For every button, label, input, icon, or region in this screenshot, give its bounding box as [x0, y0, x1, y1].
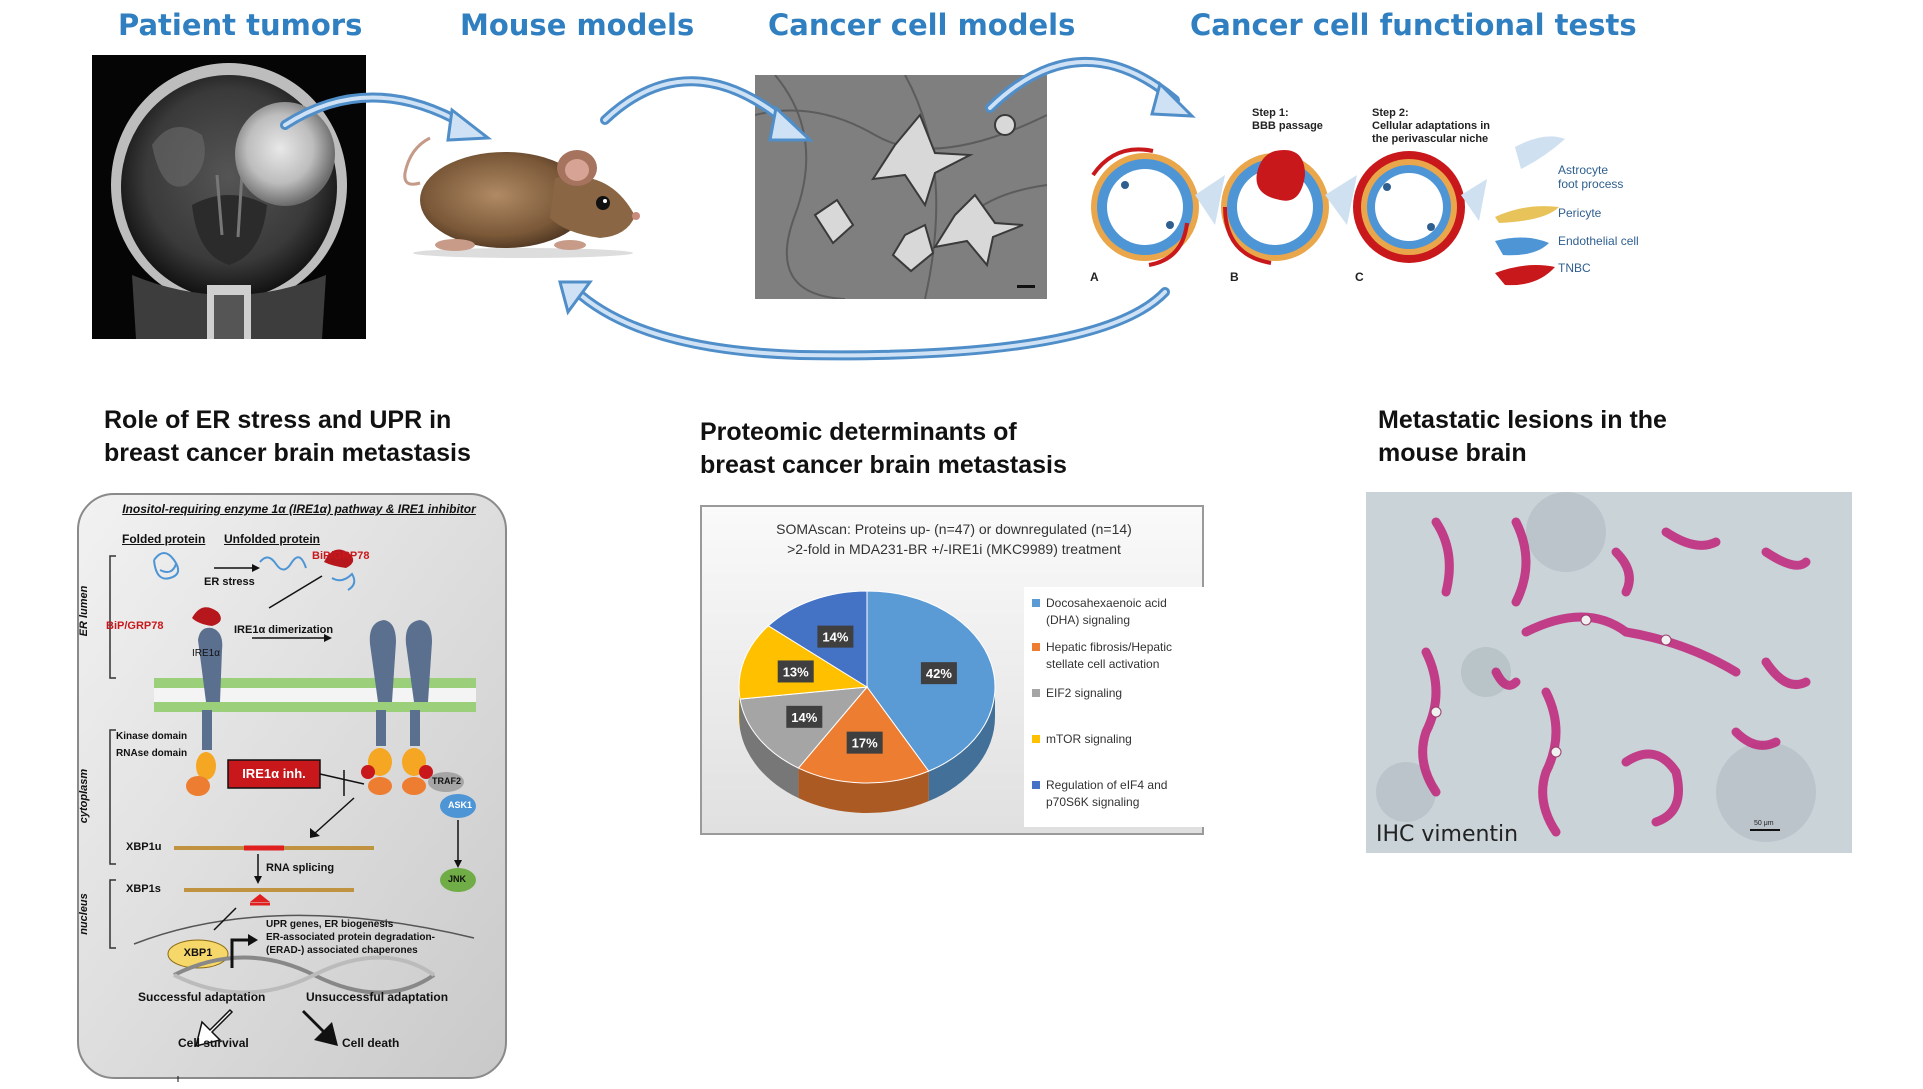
vessel-c-label: C [1355, 270, 1364, 284]
svg-text:14%: 14% [822, 630, 848, 645]
folded-protein-icon [153, 552, 180, 580]
ire1-monomer [198, 627, 223, 702]
functional-tests-diagram [1091, 136, 1565, 286]
vessel-b [1221, 150, 1357, 265]
pie-label-3: 13% [777, 660, 814, 683]
jnk-oval [440, 868, 476, 892]
legend-pericyte: Pericyte [1558, 206, 1602, 220]
er-lumen-label: ER lumen [78, 585, 90, 637]
legend-swatch-3 [1032, 735, 1040, 743]
mouse-illustration [403, 136, 640, 258]
pie-label-0: 42% [920, 662, 957, 685]
pie-label-1: 17% [846, 731, 883, 754]
legend-label-3: mTOR signaling [1046, 732, 1132, 746]
cytoplasm-label: cytoplasm [78, 768, 90, 824]
unfolded-protein-label: Unfolded protein [224, 532, 320, 546]
pie-chart: 42% 17% 14% 13% 14% [738, 590, 996, 813]
pie-slice-side-2 [740, 699, 799, 799]
step1-label: Step 1: BBB passage [1252, 107, 1323, 132]
section-title-proteomic: Proteomic determinants of breast cancer … [700, 418, 1067, 479]
legend-swatch-0 [1032, 599, 1040, 607]
xbp1u-label: XBP1u [126, 841, 162, 853]
er-stress-label: ER stress [204, 576, 255, 588]
ihc-vimentin-image [1366, 492, 1852, 853]
unfolded-protein-icon [259, 556, 307, 571]
section-title-lesions: Metastatic lesions in the mouse brain [1378, 406, 1667, 467]
legend-item-2: EIF2 signaling [1032, 685, 1202, 702]
bip-left-label: BiP/GRP78 [106, 620, 164, 632]
scale-bar-label: 50 μm [1754, 820, 1774, 827]
traf2-oval [428, 772, 464, 792]
vessel-a [1091, 147, 1225, 267]
svg-text:13%: 13% [783, 664, 809, 679]
mri-brain-image [92, 55, 366, 339]
endothelial-legend-shape [1495, 237, 1549, 256]
pie-label-2: 14% [786, 705, 823, 728]
inhibitor-label: IRE1α inh. [242, 766, 306, 781]
legend-label-2: EIF2 signaling [1046, 686, 1123, 700]
rna-splicing-label: RNA splicing [266, 862, 335, 874]
tnbc-legend-shape [1495, 265, 1555, 286]
pie-slice-side-0 [928, 687, 995, 802]
pie-label-4: 14% [817, 625, 854, 648]
title-functional-tests: Cancer cell functional tests [1190, 8, 1637, 42]
xbp1s-label: XBP1s [126, 883, 161, 895]
dimerization-label: IRE1α dimerization [234, 624, 334, 636]
traf2-label: TRAF2 [432, 776, 461, 786]
successful-adaptation-label: Successful adaptation [138, 990, 266, 1004]
unsuccessful-adaptation-label: Unsuccessful adaptation [306, 990, 449, 1004]
legend-swatch-2 [1032, 689, 1040, 697]
pericyte-legend-shape [1495, 206, 1559, 223]
ask1-oval [440, 794, 476, 818]
legend-tnbc: TNBC [1558, 261, 1591, 275]
rnase-domain-label: RNAse domain [116, 748, 188, 759]
legend-astrocyte: Astrocyte foot process [1558, 163, 1624, 191]
jnk-label: JNK [448, 874, 467, 884]
svg-text:42%: 42% [926, 666, 952, 681]
ire1a-label: IRE1α [192, 648, 221, 659]
bip-top-label: BiP/GRP78 [312, 550, 370, 562]
pie-chart-panel: SOMAscan: Proteins up- (n=47) or downreg… [700, 505, 1204, 835]
ask1-label: ASK1 [448, 800, 473, 810]
vessel-a-label: A [1090, 270, 1099, 284]
bip-left-icon [192, 607, 221, 626]
ire1-pathway-panel: Inositol-requiring enzyme 1α (IRE1α) pat… [74, 490, 510, 1082]
nucleus-label: nucleus [78, 893, 90, 935]
er-membrane [154, 678, 476, 712]
kinase-domain-label: Kinase domain [116, 731, 188, 742]
ire1-dimer [369, 620, 396, 702]
title-cancer-cell-models: Cancer cell models [768, 8, 1076, 42]
legend-swatch-1 [1032, 643, 1040, 651]
cell-survival-label: Cell survival [178, 1036, 249, 1050]
chart-title: SOMAscan: Proteins up- (n=47) or downreg… [776, 521, 1132, 557]
legend-label-0: Docosahexaenoic acid(DHA) signaling [1046, 596, 1167, 627]
legend-swatch-4 [1032, 781, 1040, 789]
legend-item-0: Docosahexaenoic acid(DHA) signaling [1032, 595, 1202, 629]
section-title-er-stress: Role of ER stress and UPR in breast canc… [104, 406, 471, 467]
svg-text:17%: 17% [852, 736, 878, 751]
bip-top-icon [324, 549, 354, 568]
legend-item-3: mTOR signaling [1032, 731, 1202, 748]
cancer-cell-micrograph [755, 75, 1047, 299]
ihc-caption: IHC vimentin [1376, 822, 1519, 847]
step2-label: Step 2: Cellular adaptations in the peri… [1372, 107, 1490, 145]
pathway-title: Inositol-requiring enzyme 1α (IRE1α) pat… [122, 502, 476, 516]
upr-genes-label: UPR genes, ER biogenesis ER-associated p… [266, 919, 435, 956]
title-patient-tumors: Patient tumors [118, 8, 363, 42]
folded-protein-label: Folded protein [122, 532, 206, 546]
ire1-inhibitor-box [227, 759, 321, 789]
svg-text:14%: 14% [791, 710, 817, 725]
legend-endothelial: Endothelial cell [1558, 234, 1639, 248]
xbp1-label: XBP1 [183, 947, 213, 959]
vessel-c [1353, 151, 1487, 263]
cell-death-label: Cell death [342, 1036, 400, 1050]
astrocyte-legend-shape [1515, 136, 1565, 169]
vessel-b-label: B [1230, 270, 1239, 284]
title-mouse-models: Mouse models [460, 8, 695, 42]
